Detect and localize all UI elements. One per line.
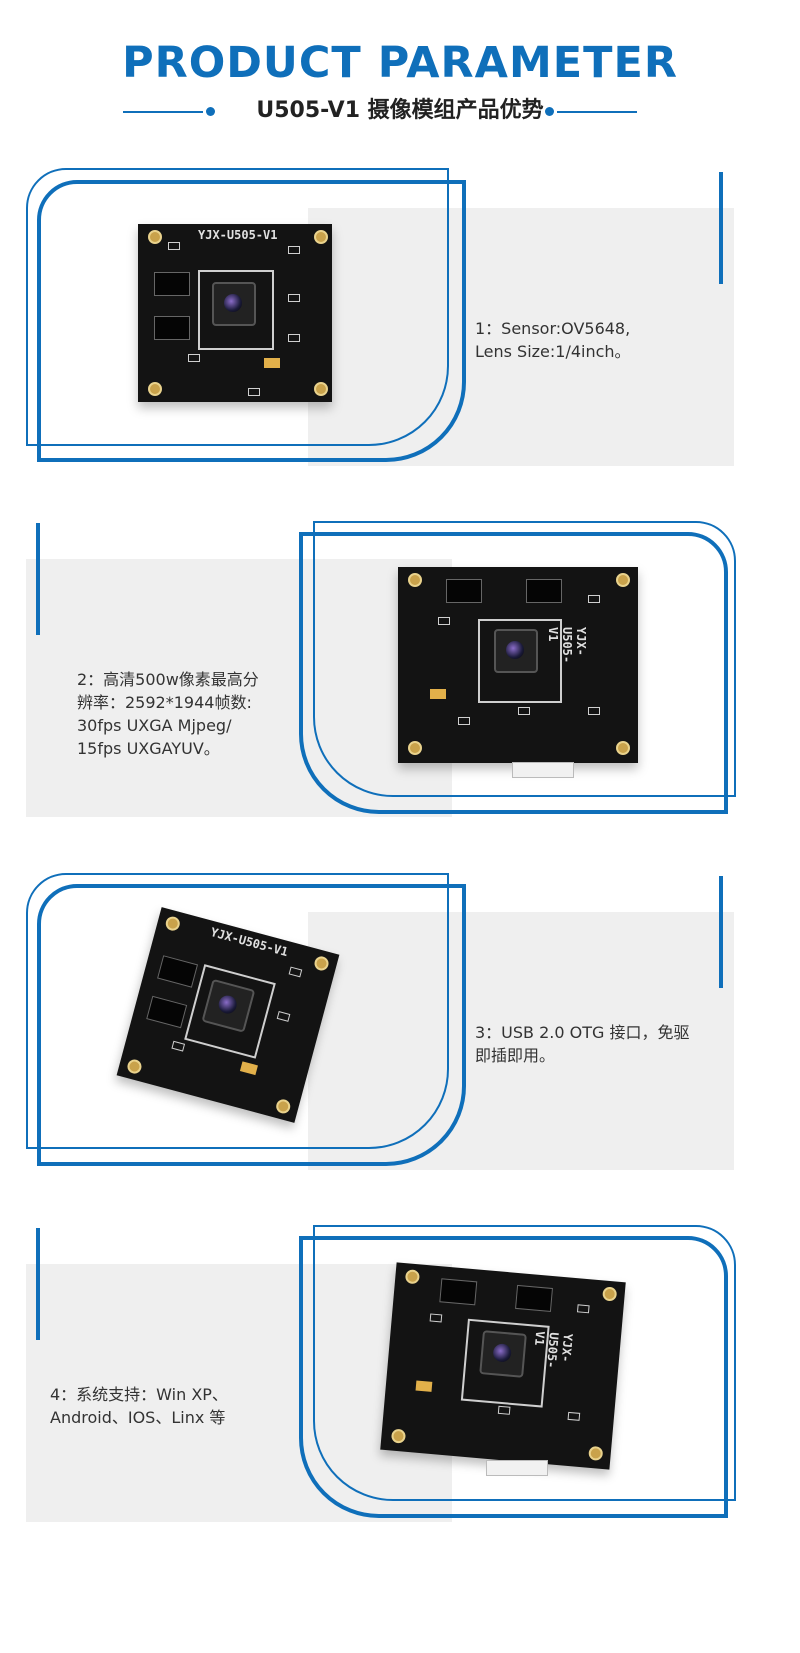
subtitle-line-left bbox=[123, 111, 203, 113]
subtitle-line-right bbox=[557, 111, 637, 113]
subtitle-row: U505-V1 摄像模组产品优势 bbox=[0, 96, 800, 126]
frame-inner bbox=[37, 180, 466, 462]
frame-outer bbox=[313, 521, 736, 797]
page-subtitle: U505-V1 摄像模组产品优势 bbox=[256, 98, 544, 123]
page-title: PRODUCT PARAMETER bbox=[122, 38, 678, 88]
accent-bar bbox=[36, 1228, 40, 1340]
usb-connector bbox=[486, 1460, 548, 1476]
accent-bar bbox=[719, 172, 723, 284]
frame-inner bbox=[299, 532, 728, 814]
frame-inner bbox=[37, 884, 466, 1166]
frame-outer bbox=[313, 1225, 736, 1501]
board-silk-label: YJX-U505-V1 bbox=[198, 228, 278, 242]
usb-connector bbox=[512, 762, 574, 778]
camera-module-image: YJX-U505-V1 bbox=[398, 567, 638, 763]
frame-outer bbox=[26, 873, 449, 1149]
camera-module-image: YJX-U505-V1 bbox=[138, 224, 332, 402]
param-text-3: 3：USB 2.0 OTG 接口，免驱 即插即用。 bbox=[475, 1023, 690, 1065]
param-text-4: 4：系统支持：Win XP、 Android、IOS、Linx 等 bbox=[50, 1385, 228, 1427]
frame-outer bbox=[26, 168, 449, 446]
accent-bar bbox=[36, 523, 40, 635]
frame-inner bbox=[299, 1236, 728, 1518]
param-text-2: 2：高清500w像素最高分 辨率：2592*1944帧数: 30fps UXGA… bbox=[77, 670, 259, 758]
camera-module-image: YJX-U505-V1 bbox=[380, 1262, 626, 1470]
subtitle-dot-left bbox=[206, 107, 215, 116]
subtitle-dot-right bbox=[545, 107, 554, 116]
accent-bar bbox=[719, 876, 723, 988]
param-text-1: 1：Sensor:OV5648, Lens Size:1/4inch。 bbox=[475, 319, 631, 361]
